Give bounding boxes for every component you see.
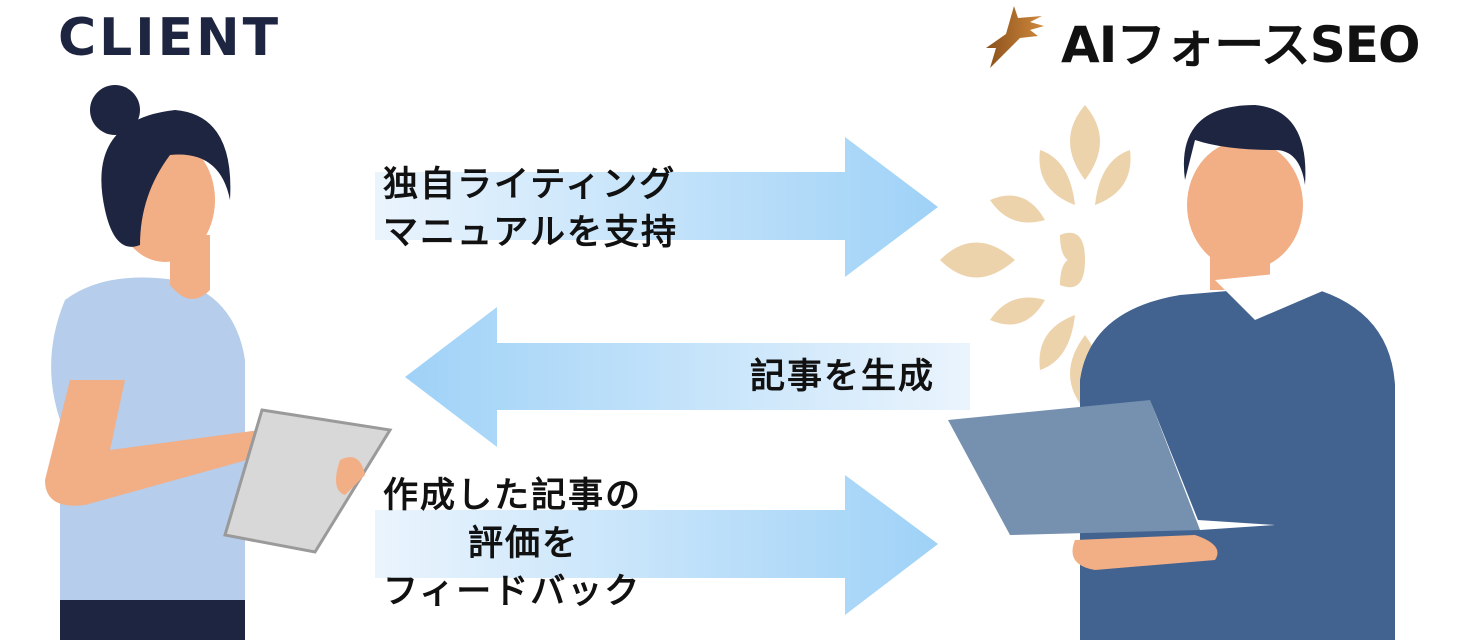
- label-line: 独自ライティング: [383, 165, 677, 205]
- brand-name: AIフォースSEO: [1061, 16, 1420, 74]
- client-label: CLIENT: [58, 8, 282, 68]
- label-line: 評価を: [468, 524, 580, 564]
- arrow-right-2: [375, 475, 938, 615]
- ai-person: [948, 105, 1395, 640]
- arrow-label-3: 作成した記事の 評価を フィードバック: [383, 472, 642, 616]
- arrow-right-1: [375, 137, 938, 277]
- label-line: マニュアルを支持: [383, 213, 678, 253]
- label-line: 作成した記事の: [383, 476, 643, 516]
- brand-logo-icon: [986, 6, 1044, 68]
- label-line: フィードバック: [383, 572, 642, 612]
- client-person: [45, 85, 393, 640]
- arrow-label-1: 独自ライティング マニュアルを支持: [383, 158, 678, 260]
- brand-logo: AIフォースSEO: [985, 6, 1420, 76]
- arrow-left: [405, 307, 970, 447]
- label-line: 記事を生成: [750, 357, 936, 397]
- arrow-label-2: 記事を生成: [750, 350, 935, 404]
